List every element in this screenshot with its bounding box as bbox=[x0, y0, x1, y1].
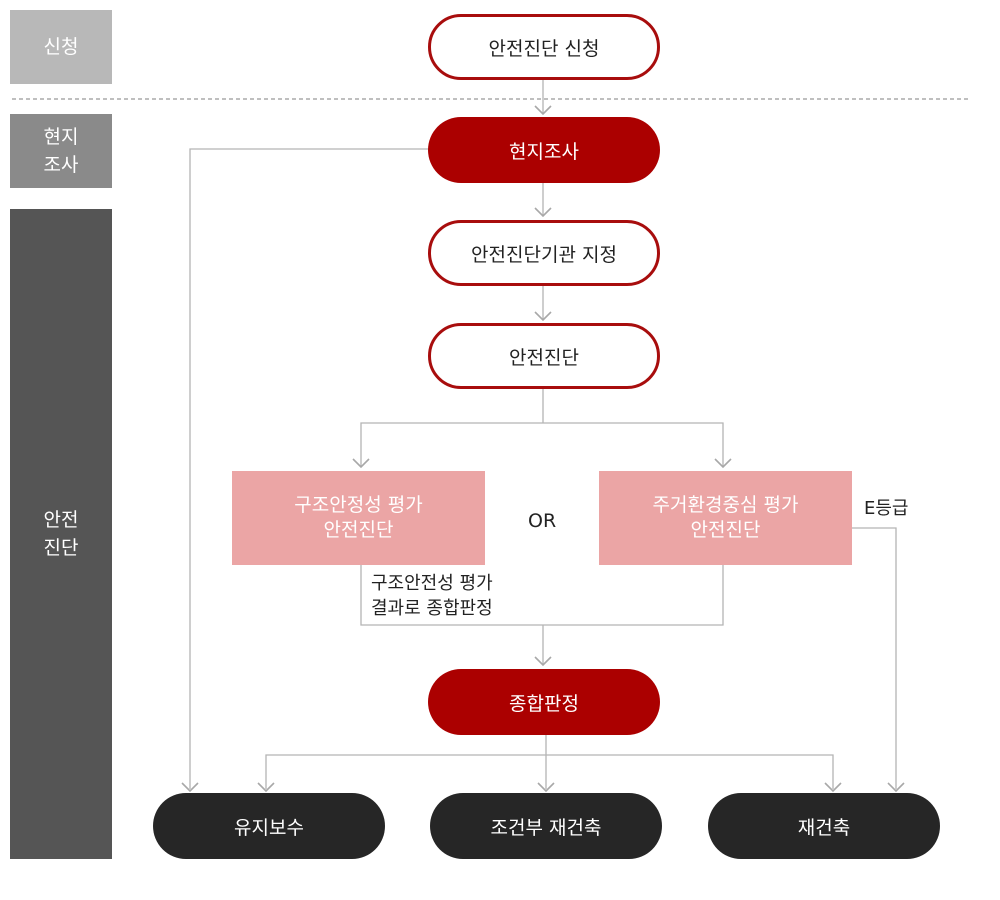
stage-apply-label: 신청 bbox=[43, 36, 79, 58]
node-apply-label: 안전진단 신청 bbox=[488, 37, 600, 60]
arrowhead bbox=[537, 782, 555, 793]
node-assign-label: 안전진단기관 지정 bbox=[471, 243, 617, 266]
connector-split-bar bbox=[360, 422, 724, 467]
node-survey-label: 현지조사 bbox=[509, 140, 579, 163]
node-apply: 안전진단 신청 bbox=[428, 14, 660, 80]
stage-diagnosis: 안전 진단 bbox=[10, 209, 112, 859]
structural-result-line1: 구조안전성 평가 bbox=[371, 573, 493, 594]
arrowhead bbox=[824, 782, 842, 793]
arrowhead bbox=[352, 458, 370, 469]
eval-structural-line2: 안전진단 bbox=[323, 519, 394, 541]
outcome-maintenance-label: 유지보수 bbox=[234, 816, 304, 839]
outcome-conditional-rebuild: 조건부 재건축 bbox=[430, 793, 662, 859]
stage-survey: 현지 조사 bbox=[10, 114, 112, 188]
arrowhead bbox=[534, 656, 552, 667]
connector-eval-merge bbox=[360, 565, 724, 626]
stage-survey-label: 현지 조사 bbox=[43, 126, 79, 176]
node-judgment: 종합판정 bbox=[428, 669, 660, 735]
connector-survey-bypass bbox=[189, 148, 430, 789]
outcome-rebuild: 재건축 bbox=[708, 793, 940, 859]
node-judgment-label: 종합판정 bbox=[509, 692, 579, 715]
outcome-rebuild-label: 재건축 bbox=[797, 816, 851, 839]
eval-residential-line1: 주거환경중심 평가 bbox=[652, 494, 799, 516]
outcome-maintenance: 유지보수 bbox=[153, 793, 385, 859]
eval-residential: 주거환경중심 평가 안전진단 bbox=[599, 471, 852, 565]
node-diagnosis-label: 안전진단 bbox=[509, 346, 579, 369]
arrowhead bbox=[534, 311, 552, 322]
eval-structural: 구조안정성 평가 안전진단 bbox=[232, 471, 485, 565]
arrowhead bbox=[257, 782, 275, 793]
arrowhead bbox=[181, 782, 199, 793]
structural-result-line2: 결과로 종합판정 bbox=[371, 598, 493, 619]
eval-residential-line2: 안전진단 bbox=[690, 519, 761, 541]
node-survey: 현지조사 bbox=[428, 117, 660, 183]
arrowhead bbox=[534, 105, 552, 116]
or-label: OR bbox=[528, 510, 557, 532]
arrowhead bbox=[714, 458, 732, 469]
node-diagnosis: 안전진단 bbox=[428, 323, 660, 389]
connector-judgment-bar bbox=[265, 754, 834, 789]
arrowhead bbox=[887, 782, 905, 793]
outcome-conditional-label: 조건부 재건축 bbox=[490, 816, 602, 839]
arrowhead bbox=[534, 207, 552, 218]
grade-note: E등급 bbox=[864, 498, 909, 519]
connector-egrade-rebuild bbox=[852, 527, 897, 789]
stage-diagnosis-label: 안전 진단 bbox=[43, 509, 79, 559]
structural-result-note: 구조안전성 평가 결과로 종합판정 bbox=[371, 571, 493, 621]
eval-structural-line1: 구조안정성 평가 bbox=[294, 494, 423, 516]
node-assign: 안전진단기관 지정 bbox=[428, 220, 660, 286]
stage-apply: 신청 bbox=[10, 10, 112, 84]
